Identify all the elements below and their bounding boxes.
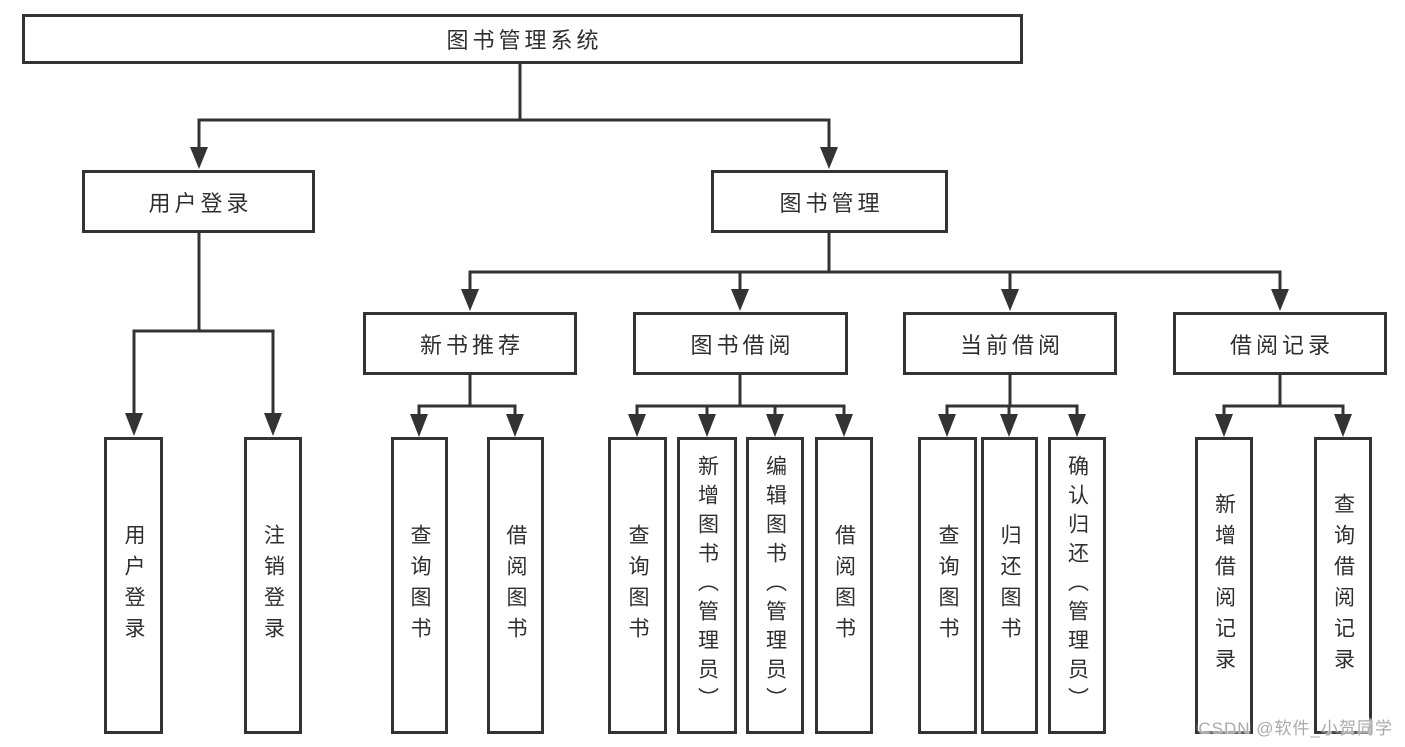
node-book-borrowing: 图书借阅 <box>633 312 848 375</box>
node-book-borrowing-label: 图书借阅 <box>690 332 795 358</box>
leaf-user-login: 用户登录 <box>104 437 163 734</box>
leaf-query-books-current: 查询图书 <box>918 437 977 734</box>
node-user-login: 用户登录 <box>82 170 315 233</box>
leaf-query-books-borrowing: 查询图书 <box>608 437 667 734</box>
connector-bookborrow-to-leaves <box>628 375 853 437</box>
connector-currentborrow-to-leaves <box>938 375 1086 437</box>
leaf-confirm-return-admin-label: 确认归还（管理员） <box>1065 455 1089 716</box>
node-current-borrowing-label: 当前借阅 <box>959 332 1064 358</box>
leaf-query-borrow-record-label: 查询借阅记录 <box>1331 492 1355 679</box>
leaf-query-books-borrowing-label: 查询图书 <box>626 523 649 648</box>
leaf-borrow-books-newbooks-label: 借阅图书 <box>504 523 527 648</box>
leaf-add-borrow-record: 新增借阅记录 <box>1195 437 1253 734</box>
node-root-label: 图书管理系统 <box>446 28 603 53</box>
leaf-add-borrow-record-label: 新增借阅记录 <box>1212 492 1236 679</box>
connector-root-to-level2 <box>190 64 838 169</box>
arrowhead-icon <box>125 413 143 436</box>
leaf-user-login-label: 用户登录 <box>122 523 145 648</box>
leaf-add-books-admin-label: 新增图书（管理员） <box>695 455 719 716</box>
connector-newbooks-to-leaves <box>410 375 524 437</box>
leaf-logout: 注销登录 <box>244 437 302 734</box>
node-book-management: 图书管理 <box>711 170 948 233</box>
leaf-query-books-newbooks: 查询图书 <box>391 437 448 734</box>
arrowhead-icon <box>506 414 524 437</box>
arrowhead-icon <box>731 289 749 311</box>
arrowhead-icon <box>1271 289 1289 311</box>
arrowhead-icon <box>698 414 716 437</box>
node-root: 图书管理系统 <box>22 14 1023 64</box>
leaf-edit-books-admin: 编辑图书（管理员） <box>746 437 804 734</box>
leaf-borrow-books-newbooks: 借阅图书 <box>487 437 544 734</box>
node-user-login-label: 用户登录 <box>148 190 253 216</box>
leaf-logout-label: 注销登录 <box>261 523 285 648</box>
arrowhead-icon <box>820 147 838 169</box>
arrowhead-icon <box>461 289 479 311</box>
leaf-confirm-return-admin: 确认归还（管理员） <box>1048 437 1106 734</box>
leaf-query-books-current-label: 查询图书 <box>936 523 959 648</box>
arrowhead-icon <box>1000 414 1018 437</box>
arrowhead-icon <box>1215 414 1233 437</box>
node-new-book-recommend-label: 新书推荐 <box>419 332 524 358</box>
node-current-borrowing: 当前借阅 <box>903 312 1117 375</box>
csdn-watermark: CSDN @软件_小贺同学 <box>1198 719 1393 738</box>
leaf-query-borrow-record: 查询借阅记录 <box>1314 437 1372 734</box>
leaf-borrow-books-borrowing-label: 借阅图书 <box>832 523 856 648</box>
connector-bookmgmt-to-level3 <box>461 233 1289 311</box>
arrowhead-icon <box>190 147 208 169</box>
connector-userlogin-to-leaves <box>125 233 282 436</box>
leaf-query-books-newbooks-label: 查询图书 <box>408 523 431 648</box>
leaf-borrow-books-borrowing: 借阅图书 <box>815 437 873 734</box>
node-new-book-recommend: 新书推荐 <box>363 312 577 375</box>
arrowhead-icon <box>264 413 282 436</box>
leaf-return-books: 归还图书 <box>981 437 1038 734</box>
leaf-return-books-label: 归还图书 <box>998 523 1021 648</box>
arrowhead-icon <box>766 414 784 437</box>
leaf-add-books-admin: 新增图书（管理员） <box>677 437 737 734</box>
arrowhead-icon <box>1068 414 1086 437</box>
arrowhead-icon <box>938 414 956 437</box>
arrowhead-icon <box>1334 414 1352 437</box>
node-book-management-label: 图书管理 <box>779 190 884 216</box>
connector-borrowrecords-to-leaves <box>1215 375 1352 437</box>
node-borrowing-records: 借阅记录 <box>1173 312 1387 375</box>
node-borrowing-records-label: 借阅记录 <box>1229 332 1334 358</box>
arrowhead-icon <box>835 414 853 437</box>
arrowhead-icon <box>628 414 646 437</box>
arrowhead-icon <box>1001 289 1019 311</box>
arrowhead-icon <box>410 414 428 437</box>
leaf-edit-books-admin-label: 编辑图书（管理员） <box>763 455 787 716</box>
